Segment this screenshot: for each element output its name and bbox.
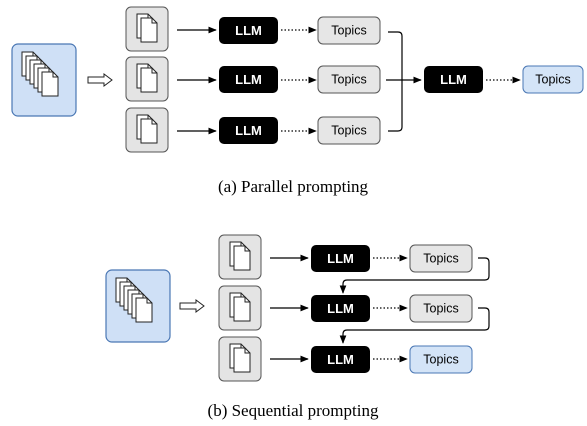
feedback-arrow <box>339 257 490 294</box>
caption-parallel: (a) Parallel prompting <box>218 177 369 196</box>
llm-box: LLM <box>219 66 278 93</box>
caption-sequential: (b) Sequential prompting <box>208 401 379 420</box>
split-arrow-icon <box>87 73 113 87</box>
llm-box: LLM <box>424 66 483 93</box>
topics-box: Topics <box>317 16 381 45</box>
final-topics-box: Topics <box>409 345 473 374</box>
feedback-arrow <box>339 307 490 344</box>
topics-label: Topics <box>423 252 458 266</box>
parallel-diagram: LLM Topics LLM Topics LLM <box>11 6 584 196</box>
topics-label: Topics <box>423 353 458 367</box>
llm-box: LLM <box>311 245 370 272</box>
split-arrow-icon <box>179 299 205 313</box>
document-collection <box>11 43 77 117</box>
llm-label: LLM <box>327 251 354 266</box>
llm-label: LLM <box>327 301 354 316</box>
topics-label: Topics <box>331 73 366 87</box>
llm-box: LLM <box>219 117 278 144</box>
topics-box: Topics <box>409 244 473 273</box>
topics-box: Topics <box>317 116 381 145</box>
document-chunk <box>125 107 169 153</box>
llm-label: LLM <box>235 23 262 38</box>
topics-box: Topics <box>317 65 381 94</box>
document-collection <box>105 269 171 343</box>
final-topics-box: Topics <box>522 65 584 94</box>
merge-bracket <box>388 31 403 132</box>
topics-label: Topics <box>423 302 458 316</box>
document-chunk <box>218 285 262 331</box>
llm-box: LLM <box>219 17 278 44</box>
llm-label: LLM <box>235 72 262 87</box>
llm-label: LLM <box>327 352 354 367</box>
llm-box: LLM <box>311 346 370 373</box>
topics-label: Topics <box>535 73 570 87</box>
document-chunk <box>218 234 262 280</box>
topics-label: Topics <box>331 124 366 138</box>
topics-label: Topics <box>331 24 366 38</box>
llm-box: LLM <box>311 295 370 322</box>
llm-label: LLM <box>235 123 262 138</box>
document-chunk <box>218 336 262 382</box>
document-chunk <box>125 56 169 102</box>
document-chunk <box>125 6 169 52</box>
sequential-diagram: LLM Topics LLM Topics <box>105 234 490 420</box>
topics-box: Topics <box>409 294 473 323</box>
llm-label: LLM <box>440 72 467 87</box>
